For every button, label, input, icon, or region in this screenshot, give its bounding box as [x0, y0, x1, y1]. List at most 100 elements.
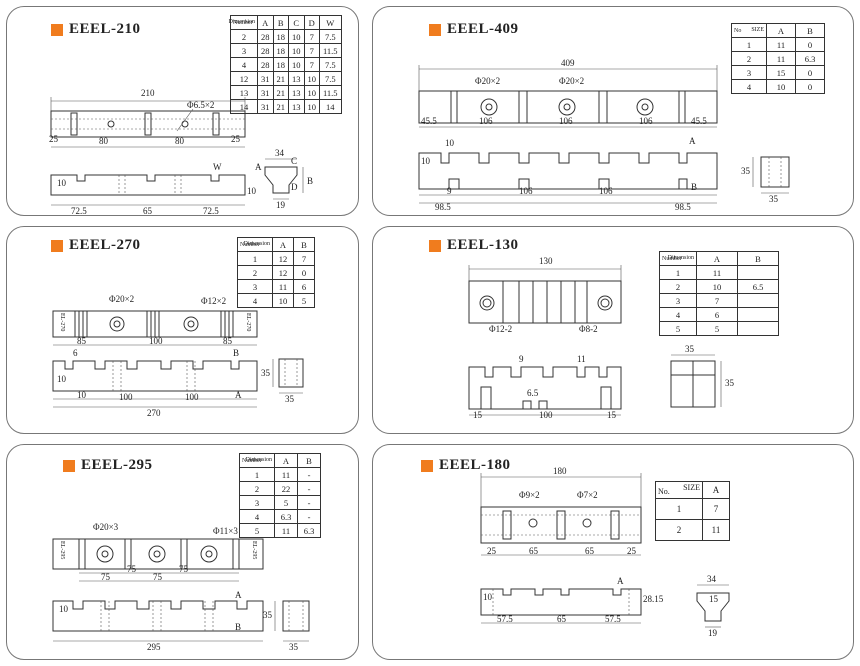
dim-hole-1: Φ9×2 — [519, 490, 540, 500]
eeel-130-drawing — [468, 265, 722, 416]
dim-total: 270 — [147, 408, 161, 418]
dim-45-5a: 45.5 — [421, 116, 437, 126]
eeel-210-drawing — [50, 97, 304, 206]
panel-title: EEEL-409 — [429, 21, 519, 38]
dim-100: 100 — [539, 410, 553, 420]
dim-35: 35 — [685, 344, 694, 354]
dim-98-5a: 98.5 — [435, 202, 451, 212]
dim-hole-2: Φ12×2 — [201, 296, 227, 306]
dim-10: 10 — [57, 374, 66, 384]
orange-square-icon — [421, 459, 433, 472]
dim-9: 9 — [519, 354, 524, 364]
dim-72-5b: 72.5 — [203, 206, 219, 216]
dim-19: 19 — [708, 628, 717, 638]
dim-98-5b: 98.5 — [675, 202, 691, 212]
dim-15: 15 — [709, 594, 718, 604]
dim-10: 10 — [59, 604, 68, 614]
dim-10: 10 — [57, 178, 66, 188]
dim-25a: 25 — [49, 134, 58, 144]
orange-square-icon — [429, 239, 441, 252]
dim-25b: 25 — [627, 546, 636, 556]
dim-85a: 85 — [77, 336, 86, 346]
dim-19: 19 — [276, 200, 285, 210]
dim-25b: 25 — [231, 134, 240, 144]
orange-square-icon — [51, 239, 63, 252]
dim-72-5a: 72.5 — [71, 206, 87, 216]
dim-10: 10 — [445, 138, 454, 148]
dim-75d: 75 — [179, 564, 188, 574]
dim-35b: 35 — [289, 642, 298, 652]
dim-34: 34 — [707, 574, 716, 584]
dim-75c: 75 — [153, 572, 162, 582]
dim-35: 35 — [741, 166, 750, 176]
dim-75a: 75 — [101, 572, 110, 582]
dim-d: D — [291, 182, 298, 192]
dim-hole-1: Φ20×3 — [93, 522, 119, 532]
dim-10b: 10 — [77, 390, 86, 400]
dim-35b: 35 — [285, 394, 294, 404]
dim-hole-2: Φ7×2 — [577, 490, 598, 500]
dim-a: A — [255, 162, 262, 172]
dim-total: 409 — [561, 58, 575, 68]
dim-b: B — [307, 176, 314, 186]
panel-title: EEEL-295 — [63, 457, 153, 474]
dim-80a: 80 — [99, 136, 108, 146]
dim-10b: 10 — [421, 156, 430, 166]
dim-35b: 35 — [769, 194, 778, 204]
eeel-409-drawing — [418, 65, 790, 204]
panel-title: EEEL-130 — [429, 237, 519, 254]
dim-b: B — [233, 348, 240, 358]
dim-10: 10 — [483, 592, 492, 602]
dim-total: 210 — [141, 88, 155, 98]
dim-106b: 106 — [559, 116, 573, 126]
dim-hole-1: Φ12-2 — [489, 324, 513, 334]
dim-35: 35 — [263, 610, 272, 620]
eeel-180-drawing — [480, 473, 730, 628]
dim-hole-1: Φ20×2 — [109, 294, 135, 304]
dim-total: 180 — [553, 466, 567, 476]
label-el-270-right: EL-270 — [245, 313, 251, 332]
dim-57-5b: 57.5 — [605, 614, 621, 624]
panel-title: EEEL-180 — [421, 457, 511, 474]
eeel-270-drawing — [52, 310, 304, 408]
dim-85b: 85 — [223, 336, 232, 346]
dim-10b: 10 — [247, 186, 256, 196]
dim-45-5b: 45.5 — [691, 116, 707, 126]
dim-28-15: 28.15 — [643, 594, 664, 604]
dim-hole: Φ6.5×2 — [187, 100, 215, 110]
dim-65a: 65 — [529, 546, 538, 556]
dim-75b: 75 — [127, 564, 136, 574]
dim-106c: 106 — [639, 116, 653, 126]
panel-title: EEEL-270 — [51, 237, 141, 254]
label-el-295-right: EL-295 — [251, 541, 257, 560]
dim-106d: 106 — [519, 186, 533, 196]
dim-hole-a: Φ20×2 — [475, 76, 501, 86]
dim-100b: 100 — [119, 392, 133, 402]
dim-65: 65 — [143, 206, 152, 216]
dim-15a: 15 — [473, 410, 482, 420]
dim-34: 34 — [275, 148, 284, 158]
dim-9: 9 — [447, 186, 452, 196]
panel-title: EEEL-210 — [51, 21, 141, 38]
dim-hole-2: Φ8-2 — [579, 324, 598, 334]
dim-total: 295 — [147, 642, 161, 652]
dim-total: 130 — [539, 256, 553, 266]
dim-80b: 80 — [175, 136, 184, 146]
dim-100c: 100 — [185, 392, 199, 402]
dim-b: B — [235, 622, 242, 632]
dim-106e: 106 — [599, 186, 613, 196]
dim-106a: 106 — [479, 116, 493, 126]
orange-square-icon — [51, 23, 63, 36]
dim-c: C — [291, 156, 298, 166]
dim-25a: 25 — [487, 546, 496, 556]
